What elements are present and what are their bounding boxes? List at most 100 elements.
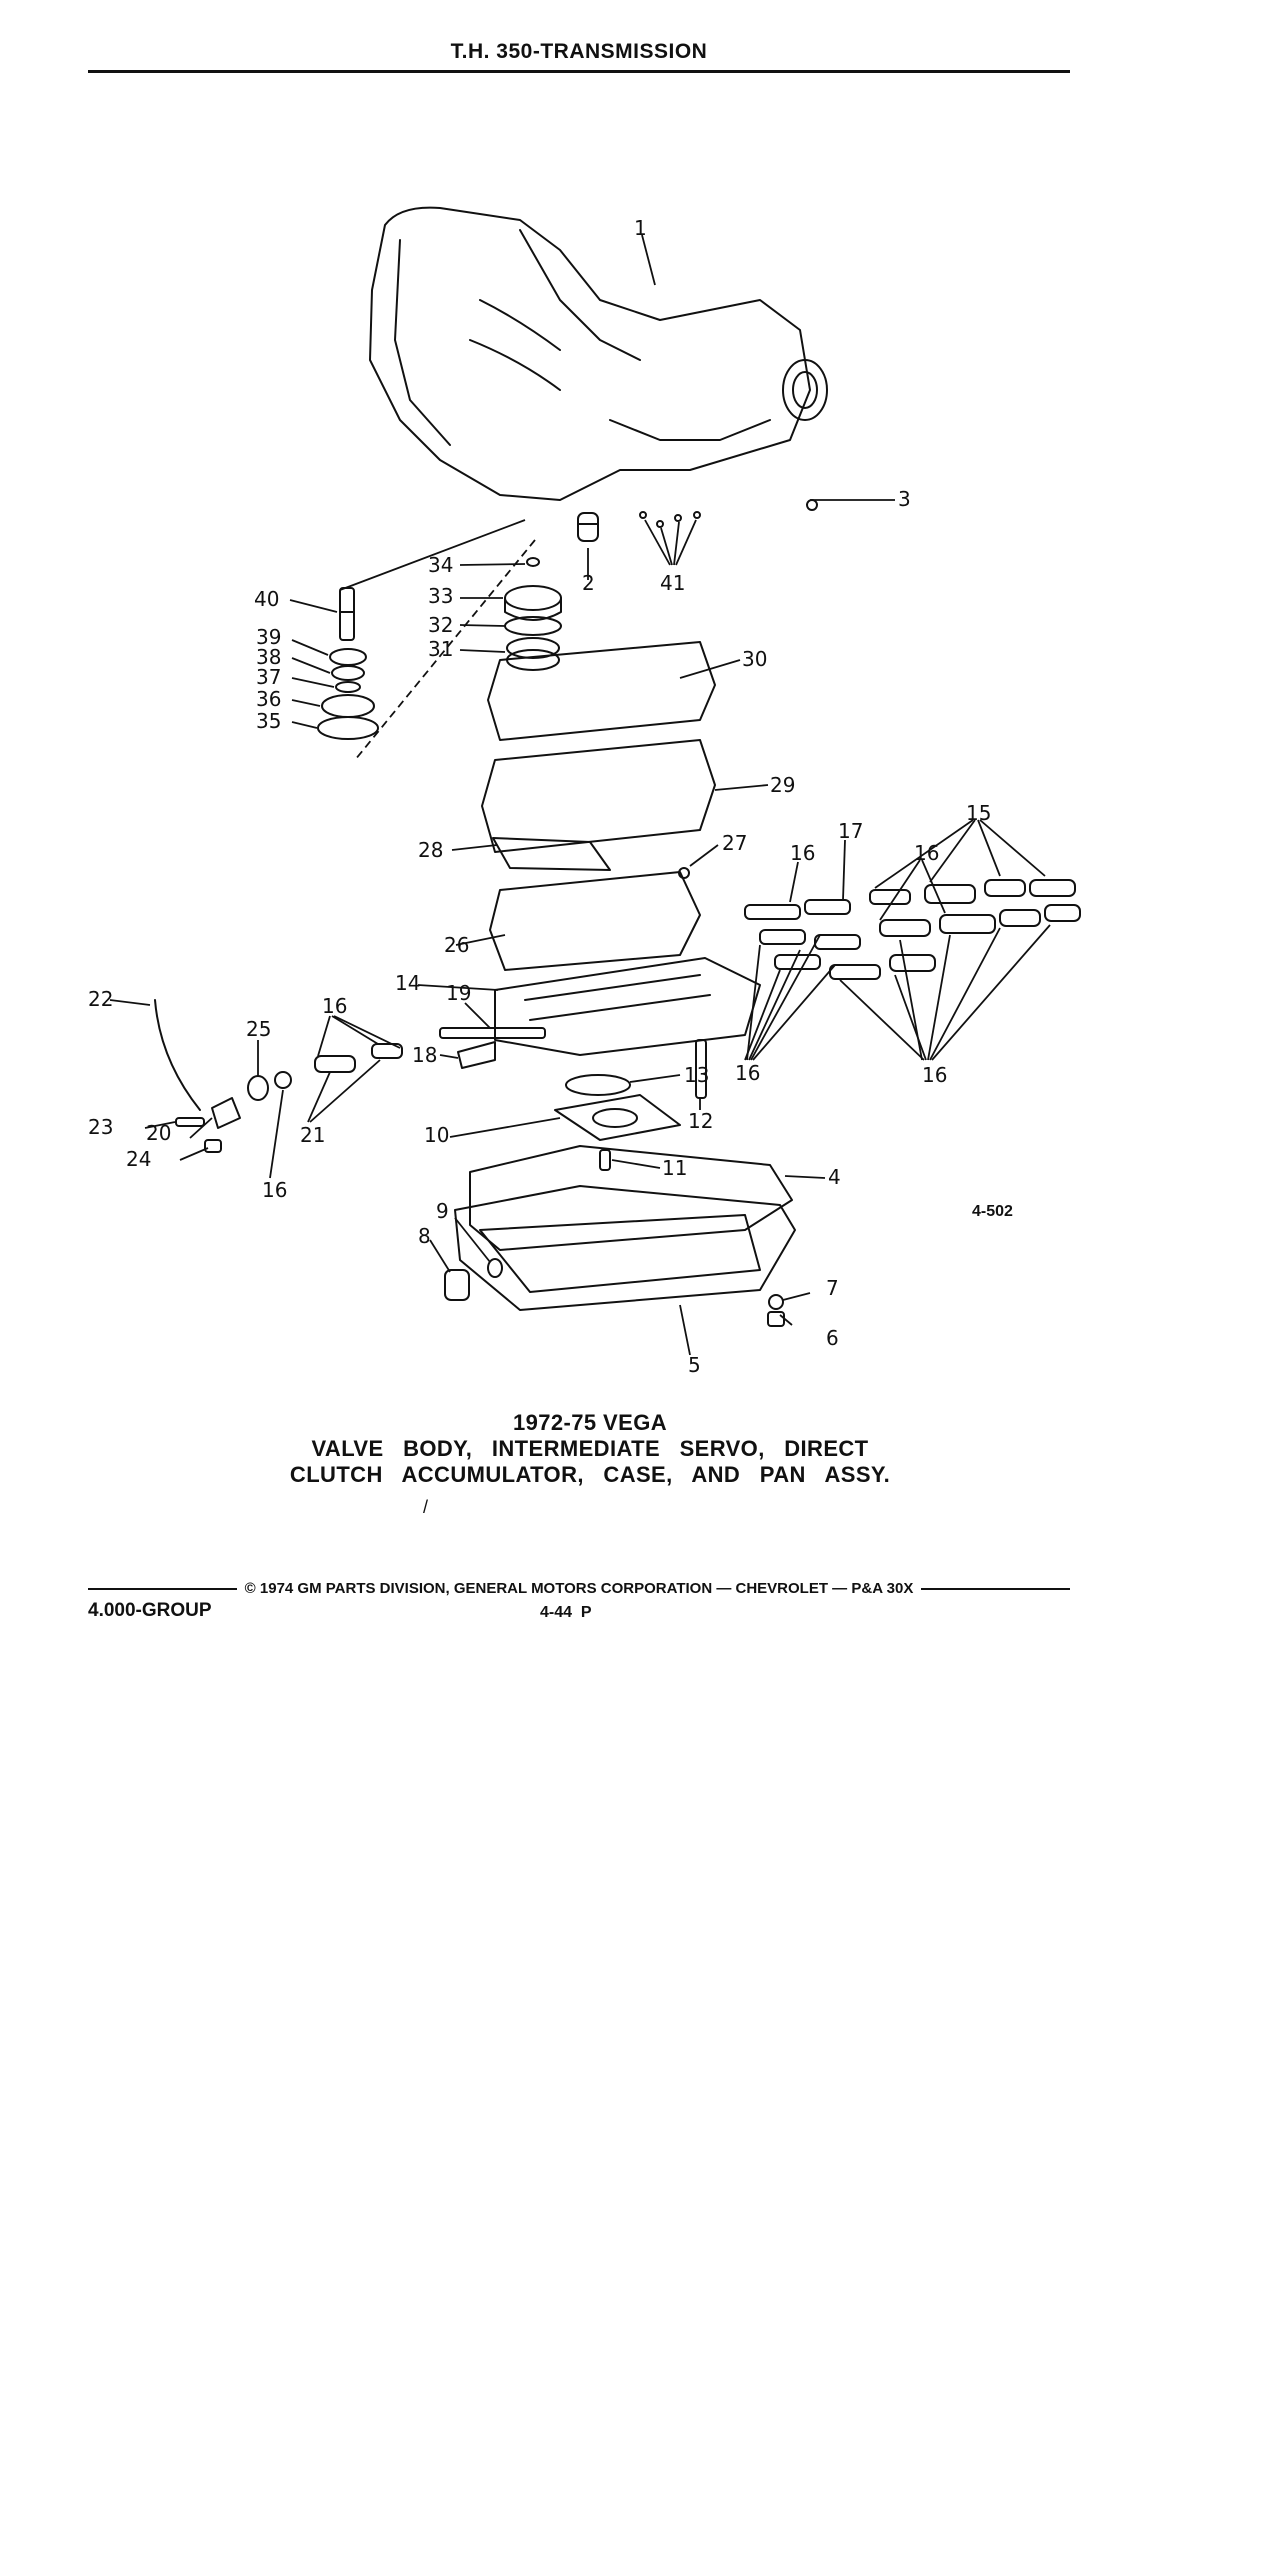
bolts-41-drawing <box>639 511 701 528</box>
gasket-13-drawing <box>565 1074 631 1096</box>
ring-39 <box>329 648 367 666</box>
ring-37 <box>335 681 361 693</box>
footer-rule-left <box>88 1587 237 1590</box>
bracket-20-drawing <box>211 1097 241 1129</box>
callout-18: 18 <box>412 1043 437 1067</box>
valves-and-springs-drawing <box>744 879 1081 980</box>
callout-1: 1 <box>634 216 647 240</box>
bolt-3-drawing <box>806 499 818 511</box>
part-16-left-drawing <box>274 1071 292 1089</box>
page-header-title: T.H. 350-TRANSMISSION <box>450 40 708 63</box>
header-rule <box>88 70 1070 73</box>
callout-19: 19 <box>446 981 471 1005</box>
caption-line-1: 1972-75 VEGA <box>513 1410 667 1435</box>
pan-gasket-drawing <box>469 1145 793 1251</box>
footer-rule-right <box>921 1587 1070 1590</box>
wire-22-drawing <box>154 999 201 1111</box>
filter-drawing <box>577 512 599 542</box>
gasket-26-drawing <box>489 871 701 971</box>
callout-2: 2 <box>582 571 595 595</box>
callout-9: 9 <box>436 1199 449 1223</box>
plate-28-drawing <box>492 837 611 871</box>
figure-number: 4-502 <box>972 1203 1013 1220</box>
callout-30: 30 <box>742 647 767 671</box>
plug-6-drawing <box>767 1311 785 1327</box>
caption-line-2: VALVE BODY, INTERMEDIATE SERVO, DIRECT <box>311 1436 869 1461</box>
callout-16-b: 16 <box>914 841 939 865</box>
callout-26: 26 <box>444 933 469 957</box>
callout-20: 20 <box>146 1121 171 1145</box>
callout-3: 3 <box>898 487 911 511</box>
callout-17: 17 <box>838 819 863 843</box>
callout-41: 41 <box>660 571 685 595</box>
callout-28: 28 <box>418 838 443 862</box>
oil-pan-drawing <box>454 1185 796 1311</box>
callout-15: 15 <box>966 801 991 825</box>
spring-21-drawing <box>314 1055 356 1073</box>
callout-7: 7 <box>826 1276 839 1300</box>
callout-23: 23 <box>88 1115 113 1139</box>
callout-16-a: 16 <box>790 841 815 865</box>
stray-mark: / <box>423 1497 429 1517</box>
callout-16-f: 16 <box>262 1178 287 1202</box>
callout-37: 37 <box>256 665 281 689</box>
rod-19-drawing <box>439 1027 546 1039</box>
ring-38 <box>331 665 365 681</box>
callout-33: 33 <box>428 584 453 608</box>
callout-5: 5 <box>688 1353 701 1377</box>
callout-16-c: 16 <box>735 1061 760 1085</box>
callout-11: 11 <box>662 1156 687 1180</box>
callout-39: 39 <box>256 625 281 649</box>
bolt-12-drawing <box>695 1039 707 1099</box>
valve-body-drawing <box>494 957 761 1056</box>
callout-31: 31 <box>428 637 453 661</box>
callout-21: 21 <box>300 1123 325 1147</box>
gasket-29-drawing <box>481 739 716 853</box>
leader-lines <box>109 234 1051 1356</box>
callout-4: 4 <box>828 1165 841 1189</box>
part-25-drawing <box>247 1075 269 1101</box>
washer-7-drawing <box>768 1294 784 1310</box>
footer-copyright: © 1974 GM PARTS DIVISION, GENERAL MOTORS… <box>244 1580 914 1597</box>
footer-copyright-line: © 1974 GM PARTS DIVISION, GENERAL MOTORS… <box>88 1580 1070 1597</box>
spacer-plate-drawing <box>487 641 716 741</box>
callout-27: 27 <box>722 831 747 855</box>
callout-22: 22 <box>88 987 113 1011</box>
callout-6: 6 <box>826 1326 839 1350</box>
group-label: 4.000-GROUP <box>88 1600 212 1621</box>
callout-16-d: 16 <box>922 1063 947 1087</box>
callout-32: 32 <box>428 613 453 637</box>
callout-16-e: 16 <box>322 994 347 1018</box>
plate-10-drawing <box>554 1094 681 1141</box>
ring-9-drawing <box>487 1258 503 1278</box>
ring-35 <box>317 716 379 740</box>
page-number: 4-44 P <box>540 1604 592 1621</box>
caption-line-3: CLUTCH ACCUMULATOR, CASE, AND PAN ASSY. <box>289 1462 891 1487</box>
callout-36: 36 <box>256 687 281 711</box>
bolt-24-drawing <box>204 1139 222 1153</box>
callout-34: 34 <box>428 553 453 577</box>
part-18-drawing <box>457 1041 496 1069</box>
callout-10: 10 <box>424 1123 449 1147</box>
callout-12: 12 <box>688 1109 713 1133</box>
bolt-23-drawing <box>175 1117 205 1127</box>
callout-29: 29 <box>770 773 795 797</box>
callout-38: 38 <box>256 645 281 669</box>
ring-36 <box>321 694 375 718</box>
bolt-27-drawing <box>678 867 690 879</box>
callout-13: 13 <box>684 1063 709 1087</box>
callout-24: 24 <box>126 1147 151 1171</box>
screen-8-drawing <box>444 1269 470 1301</box>
transmission-case-drawing <box>369 206 828 501</box>
callout-14: 14 <box>395 971 420 995</box>
valve-16-left-drawing <box>371 1043 403 1059</box>
figure-caption: 1972-75 VEGA VALVE BODY, INTERMEDIATE SE… <box>240 1410 940 1488</box>
bolt-11-drawing <box>599 1149 611 1171</box>
exploded-parts-diagram: 1 2 3 4 5 6 7 8 9 10 11 12 13 14 15 16 1… <box>88 206 1081 1377</box>
servo-piston-drawing <box>504 557 562 671</box>
callout-35: 35 <box>256 709 281 733</box>
servo-pin-drawing <box>339 587 355 641</box>
callout-40: 40 <box>254 587 279 611</box>
callout-25: 25 <box>246 1017 271 1041</box>
callout-8: 8 <box>418 1224 431 1248</box>
